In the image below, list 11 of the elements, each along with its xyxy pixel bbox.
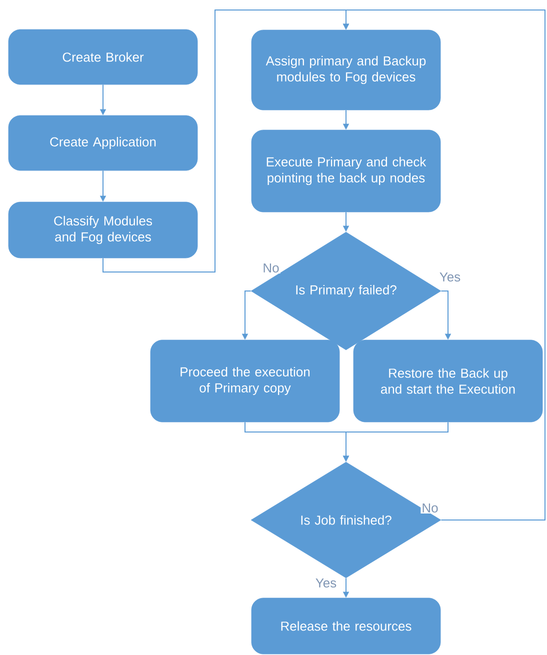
process-box: Execute Primary and check pointing the back up nodes [251, 130, 441, 212]
process-box: Create Application [8, 115, 198, 171]
edge-label: No [262, 262, 280, 274]
process-box: Release the resources [251, 598, 441, 654]
edge-label: Yes [314, 577, 338, 589]
process-box: Classify Modules and Fog devices [8, 202, 198, 258]
edge-label: No [420, 502, 440, 514]
process-box: Create Broker [8, 29, 198, 85]
process-box: Proceed the execution of Primary copy [150, 340, 340, 422]
process-box: Restore the Back up and start the Execution [353, 340, 543, 422]
process-box: Assign primary and Backup modules to Fog devices [251, 30, 441, 110]
